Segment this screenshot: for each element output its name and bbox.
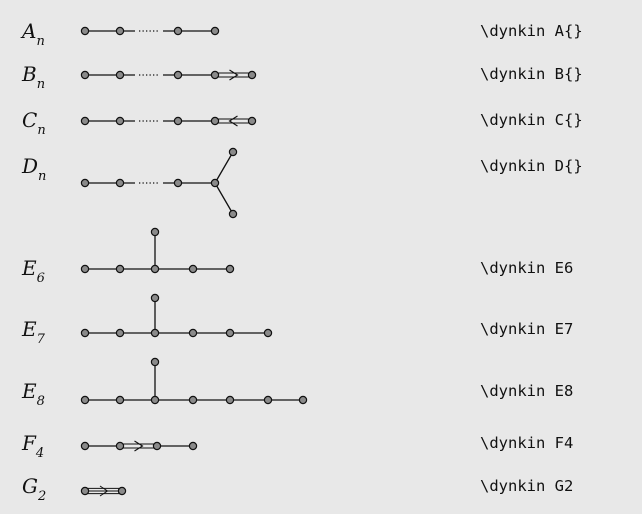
- diagram-node: [173, 70, 183, 80]
- diagram-arrow: [228, 115, 238, 127]
- diagram-node: [150, 328, 160, 338]
- diagram-arrow: [134, 440, 144, 452]
- diagram-edge: [214, 151, 234, 184]
- command-a-n: \dynkin A{}: [480, 22, 583, 40]
- label-b-n: Bn: [22, 62, 46, 92]
- diagram-node: [210, 70, 220, 80]
- command-e7: \dynkin E7: [480, 320, 574, 338]
- diagram-node: [80, 70, 90, 80]
- diagram-node: [115, 26, 125, 36]
- diagram-node: [228, 147, 238, 157]
- diagram-node: [115, 178, 125, 188]
- diagram-node: [80, 178, 90, 188]
- diagram-node: [188, 441, 198, 451]
- diagram-node: [80, 328, 90, 338]
- diagram-node: [173, 116, 183, 126]
- command-d-n: \dynkin D{}: [480, 157, 583, 175]
- diagram-node: [188, 264, 198, 274]
- diagram-node: [80, 264, 90, 274]
- label-a-n: An: [22, 19, 45, 49]
- diagram-node: [188, 328, 198, 338]
- diagram-node: [228, 209, 238, 219]
- diagram-node: [150, 357, 160, 367]
- diagram-node: [210, 26, 220, 36]
- diagram-node: [150, 264, 160, 274]
- label-f4: F4: [22, 431, 45, 461]
- diagram-node: [225, 395, 235, 405]
- diagram-node: [150, 293, 160, 303]
- diagram-node: [225, 264, 235, 274]
- diagram-node: [80, 441, 90, 451]
- label-e6: E6: [22, 256, 45, 286]
- diagram-node: [225, 328, 235, 338]
- diagram-node: [263, 395, 273, 405]
- diagram-node: [80, 116, 90, 126]
- label-e8: E8: [22, 379, 45, 409]
- label-c-n: Cn: [22, 108, 46, 138]
- diagram-node: [263, 328, 273, 338]
- label-g2: G2: [22, 474, 47, 504]
- diagram-arrow: [229, 69, 239, 81]
- diagram-node: [188, 395, 198, 405]
- diagram-node: [115, 395, 125, 405]
- diagram-node: [80, 26, 90, 36]
- diagram-node: [247, 116, 257, 126]
- label-d-n: Dn: [22, 154, 47, 184]
- diagram-node: [80, 486, 90, 496]
- diagram-node: [115, 328, 125, 338]
- diagram-node: [150, 227, 160, 237]
- command-f4: \dynkin F4: [480, 434, 574, 452]
- command-g2: \dynkin G2: [480, 477, 574, 495]
- diagram-node: [210, 178, 220, 188]
- diagram-node: [210, 116, 220, 126]
- diagram-node: [247, 70, 257, 80]
- diagram-node: [115, 264, 125, 274]
- diagram-node: [152, 441, 162, 451]
- command-b-n: \dynkin B{}: [480, 65, 583, 83]
- command-e6: \dynkin E6: [480, 259, 574, 277]
- diagram-node: [150, 395, 160, 405]
- diagram-node: [298, 395, 308, 405]
- diagram-node: [117, 486, 127, 496]
- diagram-node: [115, 70, 125, 80]
- command-c-n: \dynkin C{}: [480, 111, 583, 129]
- diagram-edge: [214, 182, 234, 215]
- diagram-node: [115, 441, 125, 451]
- diagram-node: [115, 116, 125, 126]
- diagram-arrow: [99, 485, 109, 497]
- label-e7: E7: [22, 317, 45, 347]
- diagram-node: [80, 395, 90, 405]
- command-e8: \dynkin E8: [480, 382, 574, 400]
- diagram-node: [173, 26, 183, 36]
- diagram-node: [173, 178, 183, 188]
